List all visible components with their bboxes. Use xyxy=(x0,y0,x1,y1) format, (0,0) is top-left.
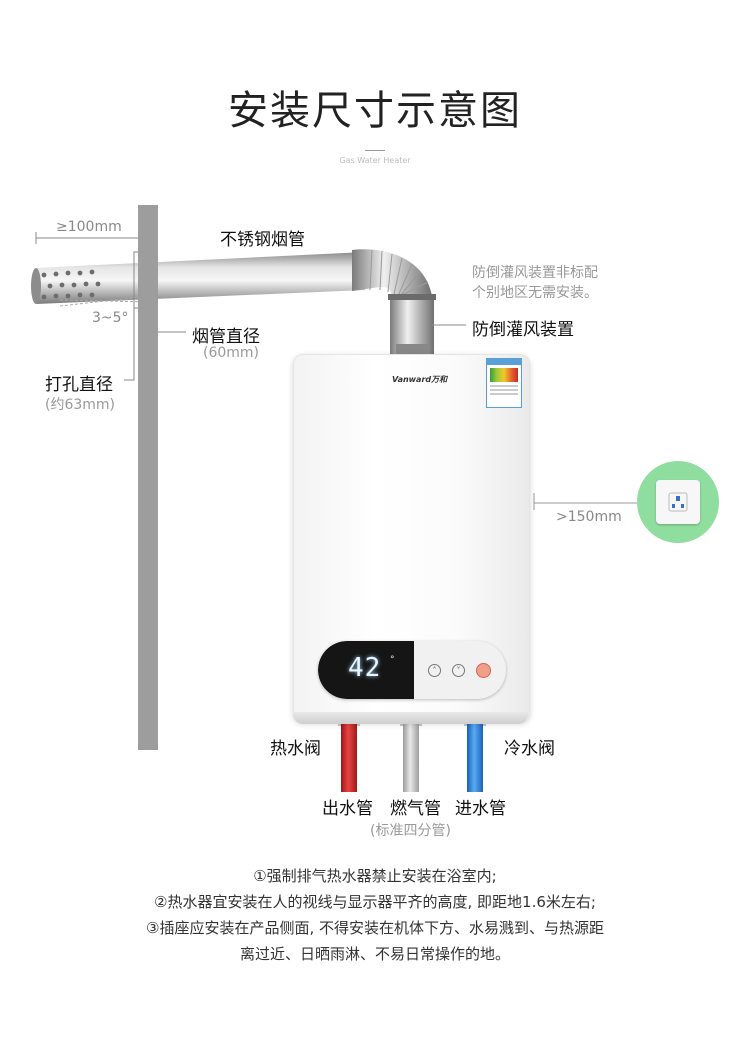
power-button-icon[interactable] xyxy=(476,663,491,678)
power-socket-icon xyxy=(656,480,700,524)
temperature-unit: ° xyxy=(390,655,395,665)
energy-label-sticker xyxy=(486,358,522,408)
page-title: 安装尺寸示意图 xyxy=(228,88,522,134)
flue-pipe xyxy=(31,249,436,354)
anti-backdraft-label: 防倒灌风装置 xyxy=(472,320,574,340)
socket-distance-dimension xyxy=(533,493,637,510)
pipe-standard-label: (标准四分管) xyxy=(370,823,451,839)
brand-logo: Vanward万和 xyxy=(392,375,448,384)
gas-pipe-label: 燃气管 xyxy=(390,799,441,819)
pipe-diameter-label: 烟管直径 xyxy=(192,327,260,347)
water-out-label: 出水管 xyxy=(322,799,373,819)
chevron-up-icon[interactable]: ˄ xyxy=(428,664,441,677)
wall-distance-label: ≥100mm xyxy=(56,219,122,235)
connection-pipes xyxy=(338,718,486,792)
hole-diameter-value: (约63mm) xyxy=(45,397,116,413)
hot-water-valve-label: 热水阀 xyxy=(270,739,321,759)
page-subtitle: Gas Water Heater xyxy=(339,156,411,165)
note-line-2: ②热水器宜安装在人的视线与显示器平齐的高度, 即距地1.6米左右; xyxy=(154,893,596,911)
socket-distance-label: >150mm xyxy=(556,509,622,525)
hole-diameter-label: 打孔直径 xyxy=(45,375,113,395)
note-line-3: ③插座应安装在产品侧面, 不得安装在机体下方、水易溅到、与热源距 xyxy=(146,919,604,937)
anti-backdraft-note-2: 个别地区无需安装。 xyxy=(472,285,598,301)
water-in-label: 进水管 xyxy=(455,799,506,819)
water-heater-base xyxy=(293,712,528,724)
control-panel: 42 ° ˄ ˅ xyxy=(318,641,506,699)
pipe-diameter-value: (60mm) xyxy=(203,345,260,361)
flue-pipe-label: 不锈钢烟管 xyxy=(220,230,305,250)
note-line-4: 离过近、日晒雨淋、不易日常操作的地。 xyxy=(239,945,510,963)
slope-label: 3~5° xyxy=(92,310,129,326)
anti-backdraft-note-1: 防倒灌风装置非标配 xyxy=(472,265,598,281)
temperature-display: 42 ° xyxy=(318,641,414,699)
chevron-down-icon[interactable]: ˅ xyxy=(452,664,465,677)
temperature-value: 42 xyxy=(348,653,382,683)
cold-water-pipe xyxy=(467,722,483,792)
pipe-vent-holes xyxy=(41,269,101,300)
slope-indicator xyxy=(59,295,151,307)
installation-notes: ①强制排气热水器禁止安装在浴室内; ②热水器宜安装在人的视线与显示器平齐的高度,… xyxy=(0,863,750,967)
hot-water-pipe xyxy=(341,722,357,792)
note-line-1: ①强制排气热水器禁止安装在浴室内; xyxy=(253,867,497,885)
title-divider xyxy=(365,150,385,151)
wall xyxy=(138,205,158,750)
gas-pipe xyxy=(403,722,419,792)
cold-water-valve-label: 冷水阀 xyxy=(504,739,555,759)
